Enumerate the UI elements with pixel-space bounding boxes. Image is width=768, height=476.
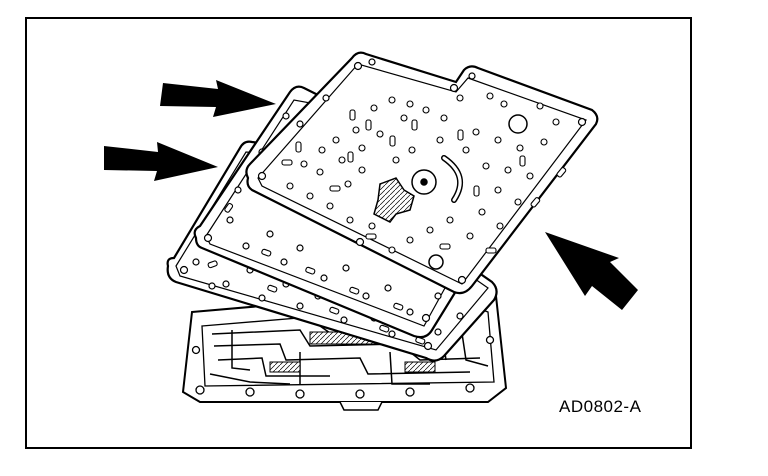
- arrow-icon: [545, 232, 638, 310]
- arrow-icon: [104, 142, 218, 181]
- arrow-icon: [160, 80, 276, 117]
- upper-gasket: [245, 51, 599, 295]
- figure-id-label: AD0802-A: [559, 397, 642, 416]
